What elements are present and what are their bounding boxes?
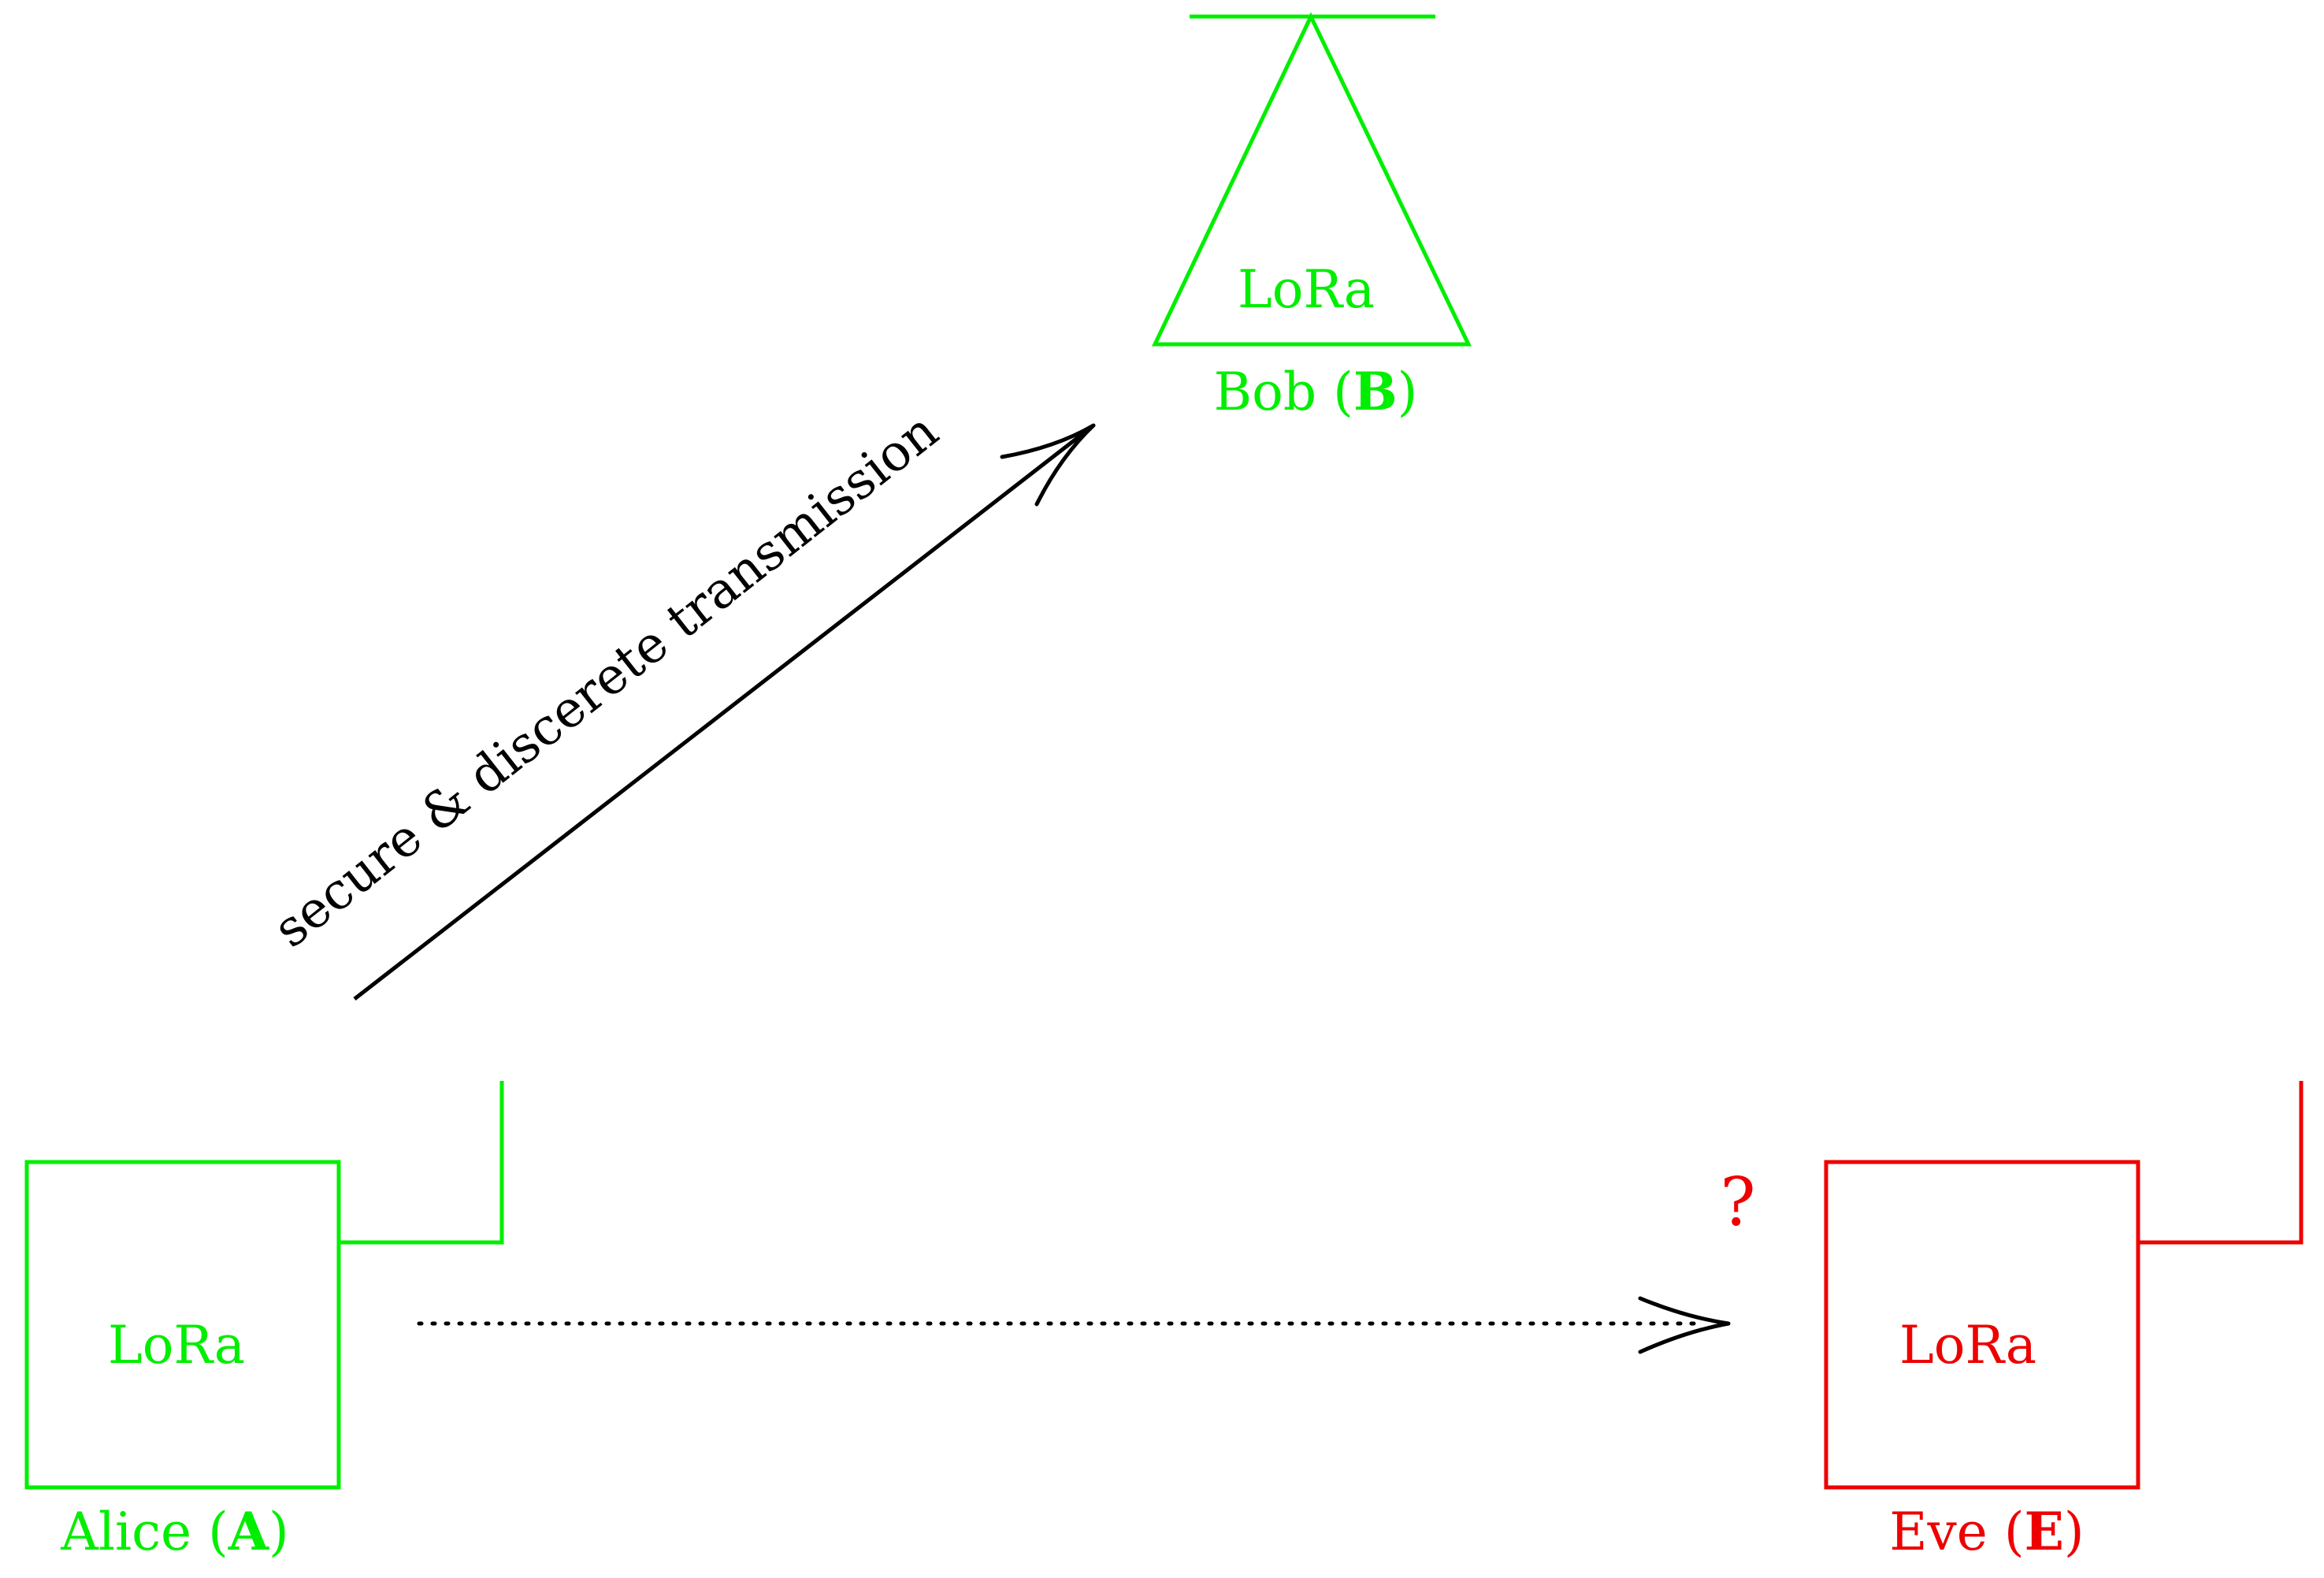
eve-name-label: Eve (E)	[1889, 1501, 2084, 1562]
eve-box	[1824, 1160, 2140, 1490]
secure-link: secure & discerete transmission	[263, 402, 1096, 1001]
bob-name-label: Bob (B)	[1214, 361, 1418, 422]
alice-box	[24, 1160, 341, 1490]
secure-link-line	[353, 424, 1095, 1001]
bob-node: LoRa Bob (B)	[1152, 12, 1472, 422]
secure-link-label: secure & discerete transmission	[263, 402, 949, 959]
eve-question-mark: ?	[1720, 1164, 1755, 1241]
alice-device-label: LoRa	[108, 1315, 245, 1376]
alice-name-label: Alice (A)	[60, 1501, 289, 1562]
eve-device-label: LoRa	[1899, 1315, 2036, 1376]
eavesdrop-link	[417, 1296, 1731, 1354]
eve-node: ? LoRa Eve (E)	[1720, 1081, 2304, 1562]
bob-triangle	[1152, 12, 1472, 347]
eve-antenna	[2138, 1081, 2304, 1245]
eavesdrop-link-arrowhead	[1638, 1296, 1731, 1354]
secure-link-arrowhead	[1000, 423, 1096, 507]
alice-antenna	[339, 1081, 504, 1245]
bob-device-label: LoRa	[1238, 259, 1375, 320]
alice-node: LoRa Alice (A)	[24, 1081, 504, 1562]
